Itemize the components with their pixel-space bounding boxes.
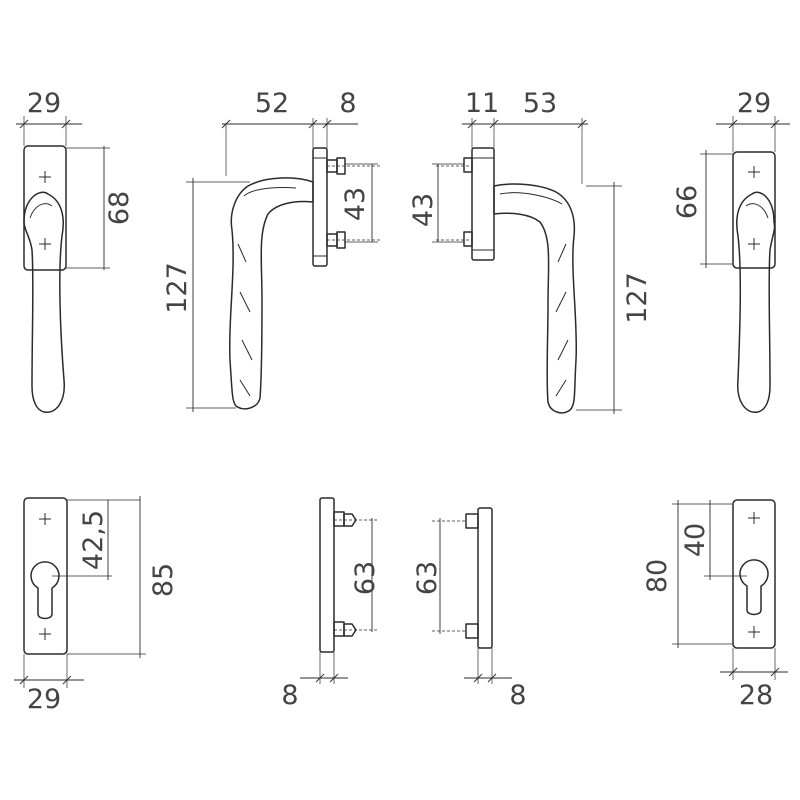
screw-mark-top	[39, 171, 51, 183]
screw-mark-bottom	[748, 238, 760, 250]
dim-label-thickness: 8	[509, 680, 526, 711]
escutcheon-front-view-left: 42,5 85 29	[14, 496, 179, 715]
dim-label-height: 127	[162, 262, 193, 314]
dim-label-height: 80	[642, 559, 673, 593]
handle-side-view-right: 11 53 43 127	[408, 88, 653, 414]
cylinder-keyhole	[739, 559, 769, 616]
screw-mark-bottom	[39, 238, 51, 250]
dim-label-height: 85	[148, 563, 179, 597]
dim-label-spacing: 63	[350, 561, 381, 595]
screw-boss-bottom	[432, 623, 479, 639]
dim-label-length: 53	[523, 88, 557, 119]
handle-grip	[23, 191, 65, 413]
screw-boss-top	[326, 157, 380, 175]
dim-label-center: 42,5	[78, 510, 109, 570]
screw-boss-top	[333, 511, 378, 527]
screw-mark-top	[748, 512, 760, 524]
dim-label-thickness: 8	[281, 680, 298, 711]
dim-label-spacing: 43	[408, 193, 439, 227]
escutcheon-side-view-right: 63 8	[412, 507, 527, 711]
dim-label-center: 40	[680, 523, 711, 557]
screw-mark-top	[748, 166, 760, 178]
escutcheon-body	[319, 497, 335, 653]
screw-boss-bottom	[436, 231, 473, 247]
dim-label-length: 52	[255, 88, 289, 119]
dim-label-rose: 11	[465, 88, 499, 119]
dim-label-spacing: 66	[672, 185, 703, 219]
handle-lever	[228, 177, 314, 410]
dim-label-width: 29	[27, 684, 61, 715]
screw-boss-top	[436, 157, 473, 173]
dim-label-width: 28	[739, 680, 773, 711]
screw-mark-top	[39, 513, 51, 525]
dim-label-width: 29	[737, 88, 771, 119]
rose-plate	[312, 147, 328, 267]
dim-label-width: 29	[27, 88, 61, 119]
handle-lever	[493, 183, 578, 414]
dim-label-spacing: 63	[412, 561, 443, 595]
cylinder-keyhole	[30, 561, 60, 620]
dim-label-spacing: 68	[104, 191, 135, 225]
handle-front-view-right: 29 66	[672, 88, 790, 413]
escutcheon-body	[477, 507, 493, 649]
dim-label-rose: 8	[339, 88, 356, 119]
dim-label-spacing: 43	[340, 187, 371, 221]
dim-label-height: 127	[622, 272, 653, 324]
handle-grip	[736, 191, 776, 413]
handle-front-view-left: 29 68	[16, 88, 135, 413]
screw-boss-top	[432, 513, 479, 529]
escutcheon-front-view-right: 80 40 28	[642, 499, 788, 711]
escutcheon-side-view-left: 63 8	[281, 497, 381, 711]
escutcheon-plate	[732, 499, 776, 649]
screw-boss-bottom	[333, 621, 378, 637]
screw-mark-bottom	[39, 628, 51, 640]
rose-plate	[23, 145, 67, 271]
rose-plate	[732, 151, 776, 269]
screw-boss-bottom	[326, 231, 380, 249]
rose-plate	[471, 147, 495, 261]
handle-side-view-left: 52 8 43 127	[162, 88, 380, 412]
screw-mark-bottom	[748, 626, 760, 638]
